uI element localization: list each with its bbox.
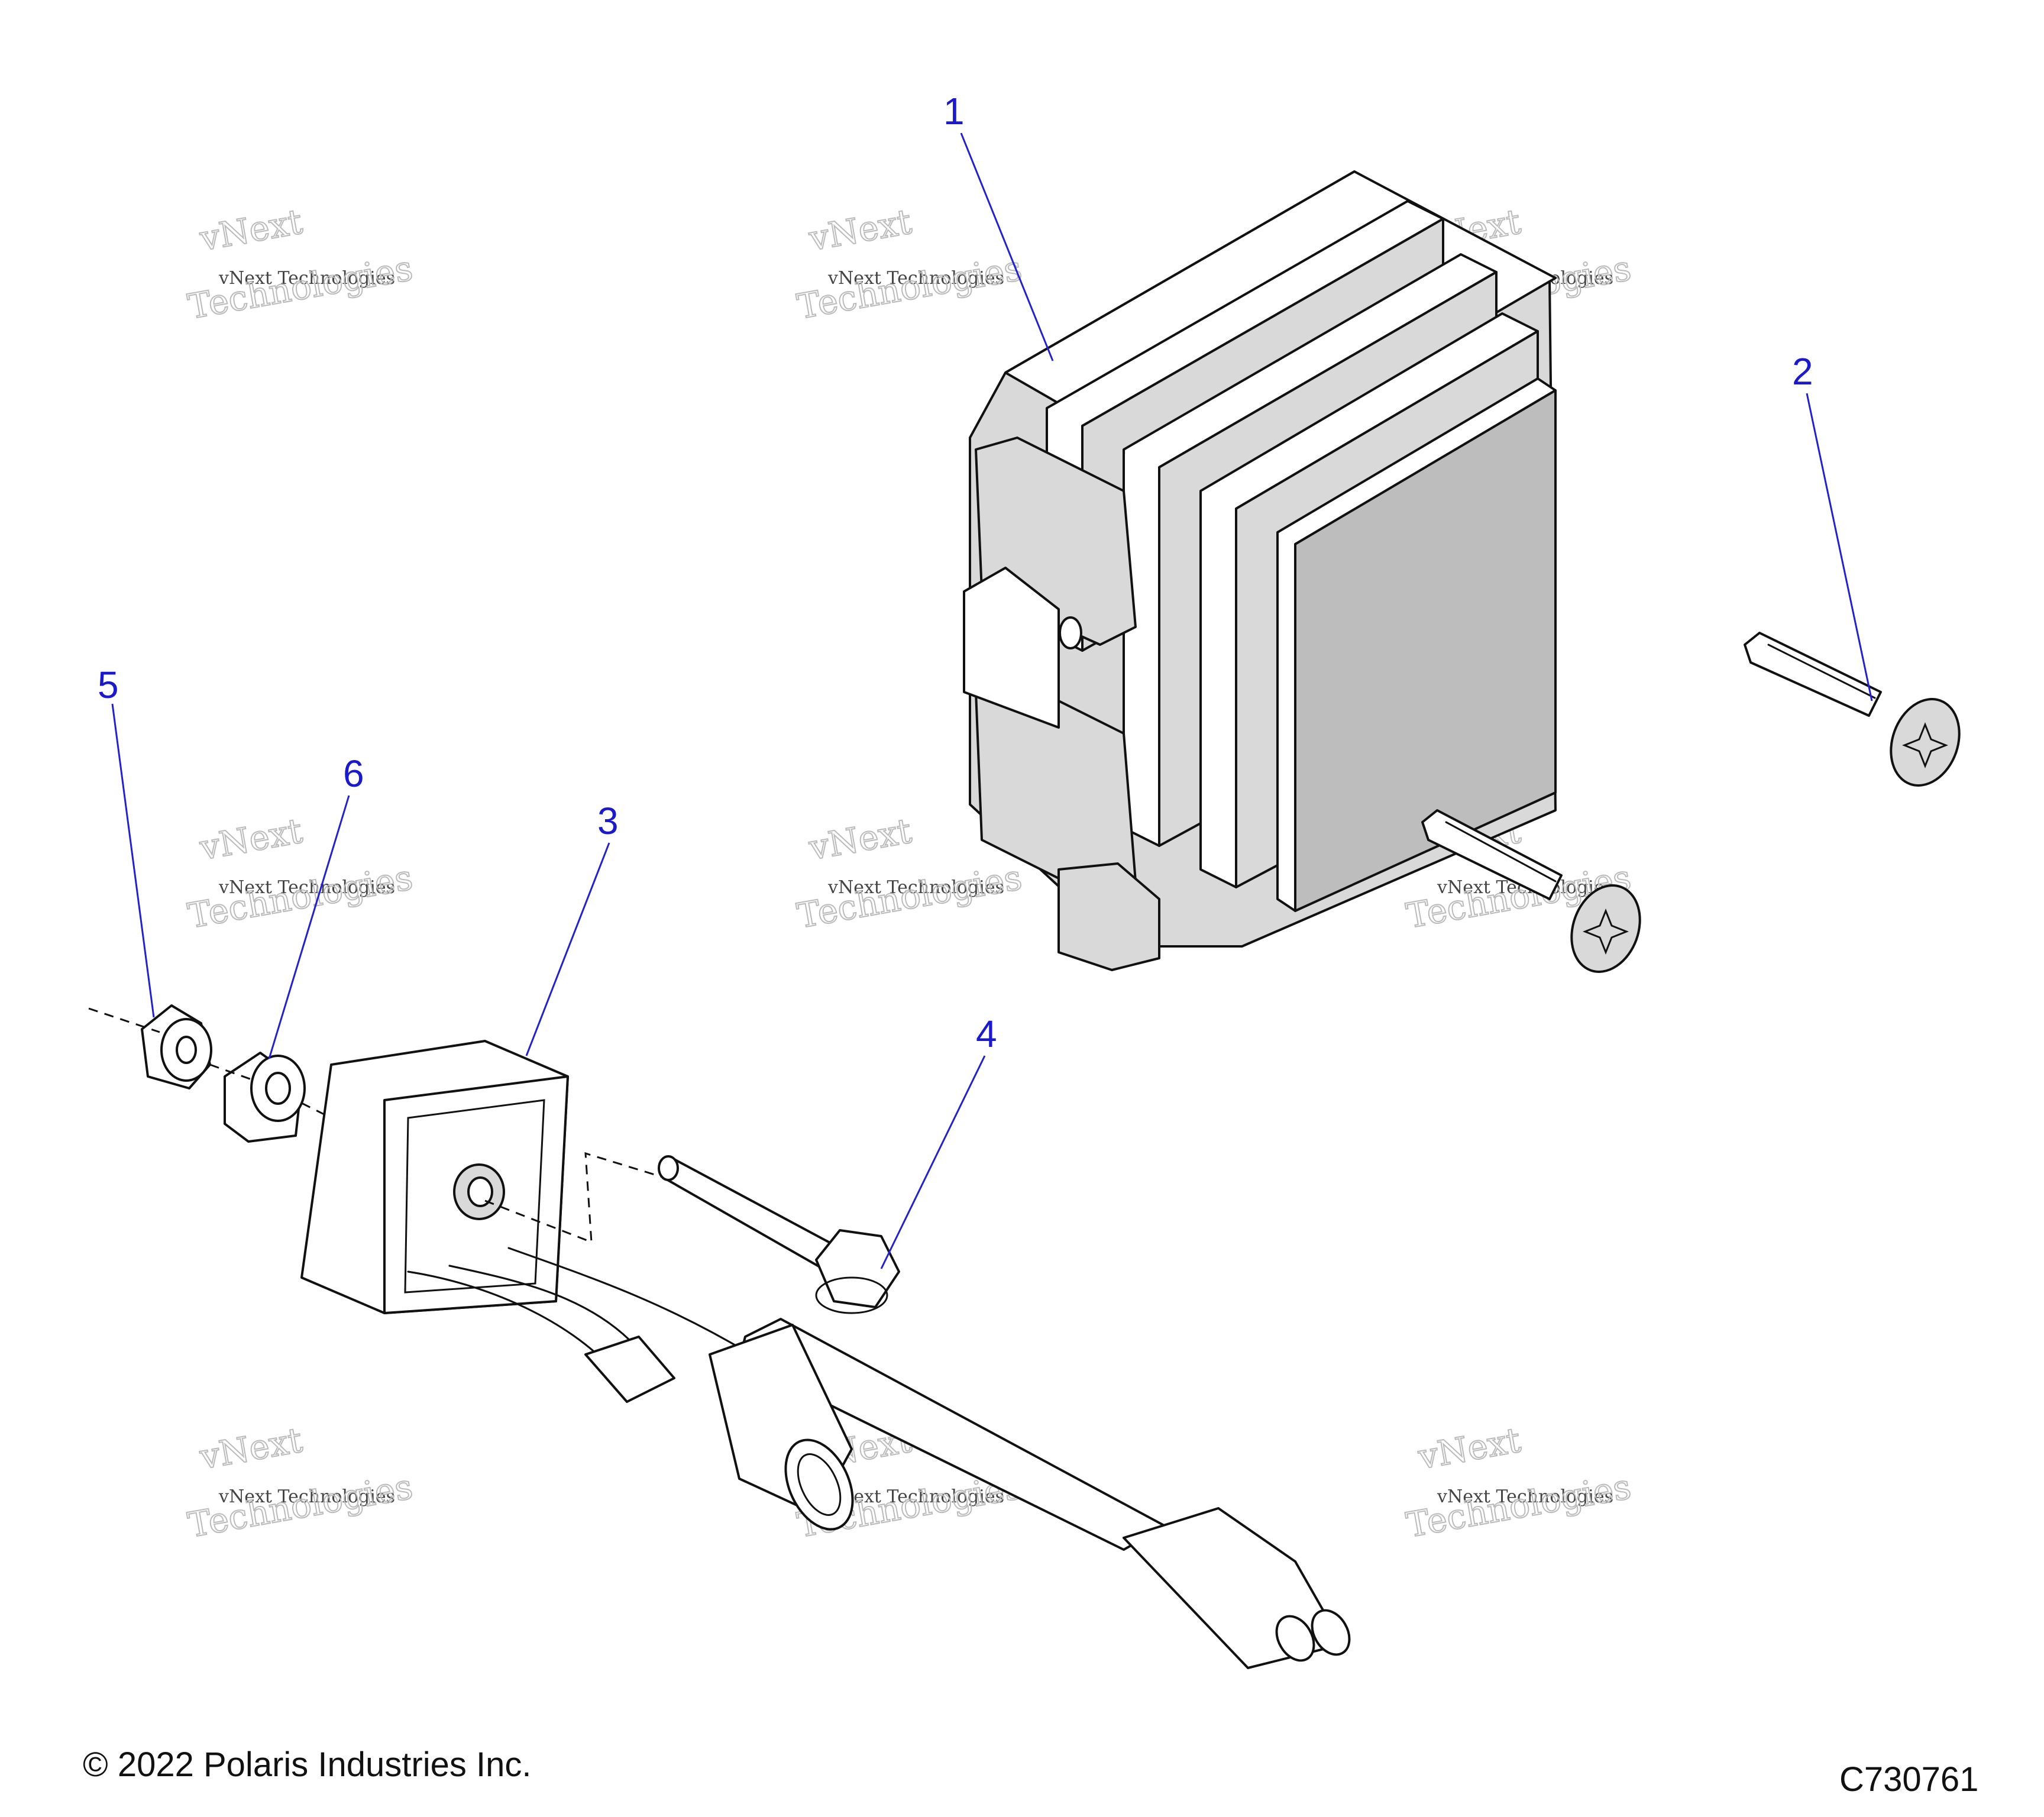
- diagram-code: C730761: [1839, 1760, 1979, 1799]
- bolt-shank: [661, 1158, 841, 1273]
- svg-text:Technologies: Technologies: [794, 248, 1025, 327]
- part-1-regulator: [963, 170, 1557, 971]
- callout-2: 2: [1792, 350, 1813, 393]
- center-lines: [88, 1007, 663, 1244]
- callout-6: 6: [343, 752, 364, 795]
- leader-3: [525, 842, 610, 1056]
- svg-text:vNext: vNext: [1415, 1420, 1524, 1477]
- watermark: vNext vNext Technologies Technologies: [185, 810, 416, 936]
- svg-text:vNext Technologies: vNext Technologies: [827, 1486, 1004, 1507]
- regulator-bracket: [963, 567, 1060, 729]
- part-2-screw-lower: [1421, 809, 1641, 973]
- svg-text:Technologies: Technologies: [1403, 1466, 1634, 1546]
- regulator-mount-hole: [1059, 616, 1082, 649]
- torx-recess-icon: [1582, 908, 1629, 955]
- svg-text:vNext: vNext: [196, 810, 305, 868]
- svg-text:vNext: vNext: [196, 201, 305, 258]
- part-6-spacer: [224, 1052, 306, 1143]
- spacer-hole: [265, 1072, 291, 1105]
- screw-head: [1890, 698, 1961, 787]
- svg-text:Technologies: Technologies: [185, 1466, 416, 1546]
- svg-text:vNext Technologies: vNext Technologies: [218, 1486, 395, 1507]
- callout-3: 3: [597, 800, 619, 842]
- svg-text:vNext Technologies: vNext Technologies: [827, 877, 1004, 898]
- callouts: 1 2 3 4 5 6: [98, 90, 1813, 1055]
- svg-text:vNext Technologies: vNext Technologies: [218, 268, 395, 289]
- regulator-connector: [1057, 862, 1160, 971]
- svg-text:Technologies: Technologies: [185, 857, 416, 936]
- screw-head: [1570, 884, 1641, 973]
- svg-text:vNext Technologies: vNext Technologies: [1437, 1486, 1613, 1507]
- screw-shank: [1421, 809, 1563, 900]
- regulator-fins: [1046, 200, 1557, 912]
- screw-shank: [1744, 632, 1882, 717]
- nut-hole: [176, 1036, 197, 1064]
- torx-recess-icon: [1901, 722, 1949, 769]
- bolt-hex-head: [815, 1229, 900, 1308]
- watermark: vNext vNext Technologies Technologies: [794, 201, 1026, 327]
- svg-text:Technologies: Technologies: [794, 857, 1025, 936]
- watermark: vNext vNext Technologies Technologies: [185, 201, 416, 327]
- watermark: vNext vNext Technologies Technologies: [1403, 1419, 1635, 1546]
- copyright-text: © 2022 Polaris Industries Inc.: [83, 1745, 532, 1784]
- leader-lines: [111, 132, 1873, 1269]
- part-2-screw-upper: [1744, 632, 1961, 787]
- svg-text:vNext: vNext: [806, 810, 914, 868]
- svg-text:vNext Technologies: vNext Technologies: [218, 877, 395, 898]
- watermark: vNext vNext Technologies Technologies: [185, 1419, 416, 1546]
- svg-text:vNext: vNext: [806, 201, 914, 258]
- svg-text:vNext Technologies: vNext Technologies: [827, 268, 1004, 289]
- leader-1: [960, 132, 1054, 361]
- callout-4: 4: [976, 1013, 997, 1055]
- leader-2: [1806, 393, 1873, 701]
- svg-text:Technologies: Technologies: [185, 248, 416, 327]
- callout-1: 1: [943, 90, 965, 132]
- svg-text:vNext: vNext: [196, 1420, 305, 1477]
- part-5-nut: [141, 1004, 212, 1089]
- callout-5: 5: [98, 664, 119, 706]
- part-3-module-harness: [300, 1040, 1351, 1669]
- leader-6: [268, 795, 350, 1059]
- part-4-bolt: [658, 1155, 900, 1314]
- harness-clip: [584, 1336, 675, 1403]
- leader-5: [111, 703, 155, 1018]
- leader-4: [880, 1055, 986, 1269]
